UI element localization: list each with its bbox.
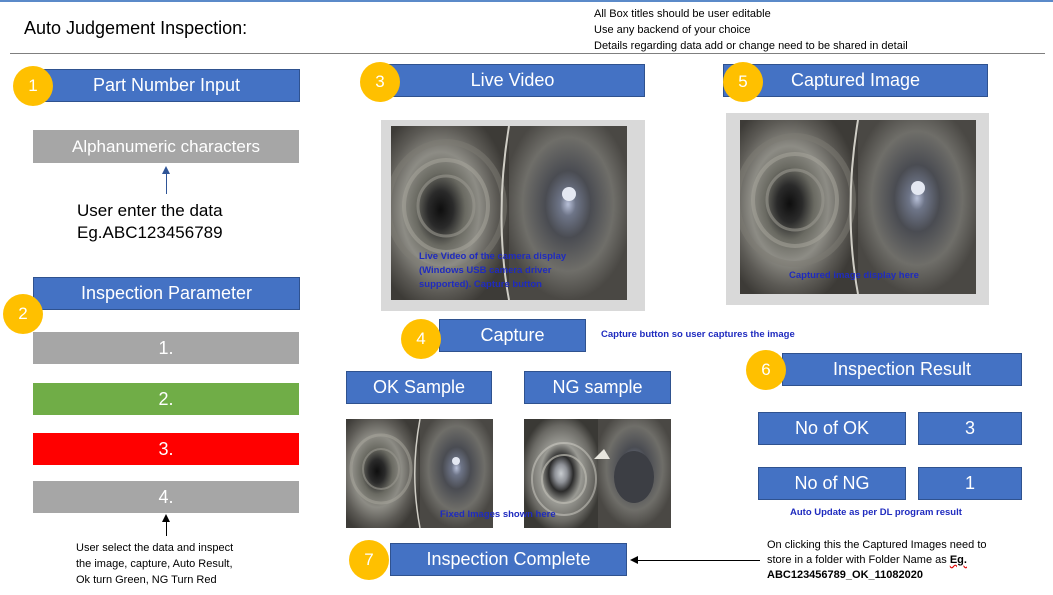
inspection-complete-label: Inspection Complete bbox=[426, 549, 591, 569]
ng-sample-title[interactable]: NG sample bbox=[524, 371, 671, 404]
pipe-bore-ng-photo-icon bbox=[524, 419, 671, 528]
parameter-item-3[interactable]: 3. bbox=[33, 433, 299, 465]
note-line-text: store in a folder with Folder Name as bbox=[767, 554, 950, 566]
step-badge-6: 6 bbox=[746, 350, 786, 390]
part-number-hint: User enter the data Eg.ABC123456789 bbox=[77, 200, 223, 244]
hint-line: Eg.ABC123456789 bbox=[77, 223, 223, 242]
inspection-complete-button[interactable]: Inspection Complete bbox=[390, 543, 627, 576]
capture-button-label: Capture bbox=[480, 325, 545, 345]
ng-count-label: No of NG bbox=[758, 467, 906, 500]
ng-sample-title-text: NG sample bbox=[552, 377, 643, 397]
arrow-left-icon bbox=[630, 556, 760, 564]
caption-line: Live Video of the camera display bbox=[419, 251, 567, 262]
ng-count-value: 1 bbox=[918, 467, 1022, 500]
pipe-bore-photo-icon bbox=[740, 120, 976, 294]
requirements-notes: All Box titles should be user editable U… bbox=[594, 6, 908, 54]
page-title: Auto Judgement Inspection: bbox=[24, 18, 248, 38]
capture-button[interactable]: Capture bbox=[439, 319, 586, 352]
parameter-item-label: 4. bbox=[158, 486, 174, 507]
note-line: store in a folder with Folder Name as Eg… bbox=[767, 553, 987, 568]
ok-count-value: 3 bbox=[918, 412, 1022, 445]
live-video-title-text: Live Video bbox=[470, 70, 555, 90]
parameter-hint: User select the data and inspect the ima… bbox=[76, 540, 233, 588]
step-badge-1: 1 bbox=[13, 66, 53, 106]
parameter-item-label: 3. bbox=[158, 438, 174, 459]
complete-note: On clicking this the Captured Images nee… bbox=[767, 538, 987, 583]
part-number-input-value: Alphanumeric characters bbox=[71, 136, 261, 156]
parameter-item-label: 2. bbox=[158, 388, 174, 409]
parameter-item-1[interactable]: 1. bbox=[33, 332, 299, 364]
part-number-input[interactable]: Alphanumeric characters bbox=[33, 130, 299, 163]
ok-sample-image bbox=[346, 419, 493, 528]
step-badge-4: 4 bbox=[401, 319, 441, 359]
note-line: Use any backend of your choice bbox=[594, 24, 751, 36]
note-line: On clicking this the Captured Images nee… bbox=[767, 539, 987, 551]
ok-count-label-text: No of OK bbox=[794, 418, 870, 438]
ok-count-label: No of OK bbox=[758, 412, 906, 445]
live-video-title[interactable]: Live Video bbox=[380, 64, 645, 97]
inspection-result-title-text: Inspection Result bbox=[832, 359, 972, 379]
top-border bbox=[0, 0, 1053, 2]
step-badge-3: 3 bbox=[360, 62, 400, 102]
ng-count-value-text: 1 bbox=[964, 473, 975, 493]
parameter-item-4[interactable]: 4. bbox=[33, 481, 299, 513]
captured-image-display bbox=[740, 120, 976, 294]
ng-count-label-text: No of NG bbox=[794, 473, 870, 493]
captured-image-title[interactable]: Captured Image bbox=[723, 64, 988, 97]
arrow-up-icon bbox=[162, 514, 170, 536]
step-badge-7: 7 bbox=[349, 540, 389, 580]
pipe-bore-photo-icon bbox=[391, 126, 627, 300]
arrow-up-icon bbox=[162, 166, 170, 194]
step-badge-5: 5 bbox=[723, 62, 763, 102]
result-caption: Auto Update as per DL program result bbox=[790, 507, 962, 518]
hint-line: User select the data and inspect bbox=[76, 542, 234, 554]
capture-caption: Capture button so user captures the imag… bbox=[601, 329, 795, 340]
parameter-item-2[interactable]: 2. bbox=[33, 383, 299, 415]
ok-count-value-text: 3 bbox=[964, 418, 975, 438]
inspection-result-title[interactable]: Inspection Result bbox=[782, 353, 1022, 386]
live-video-caption: Live Video of the camera display (Window… bbox=[419, 250, 566, 292]
header-divider bbox=[10, 53, 1045, 54]
parameter-item-label: 1. bbox=[158, 337, 174, 358]
note-eg: Eg. bbox=[949, 554, 967, 566]
hint-line: User enter the data bbox=[77, 201, 223, 220]
live-video-feed bbox=[391, 126, 627, 300]
note-line: ABC123456789_OK_11082020 bbox=[767, 569, 923, 581]
part-number-title-text: Part Number Input bbox=[92, 75, 241, 95]
ng-sample-image bbox=[524, 419, 671, 528]
hint-line: the image, capture, Auto Result, bbox=[76, 558, 233, 570]
captured-image-title-text: Captured Image bbox=[790, 70, 921, 90]
inspection-parameter-title[interactable]: Inspection Parameter bbox=[33, 277, 300, 310]
note-line: Details regarding data add or change nee… bbox=[594, 40, 908, 52]
caption-line: (Windows USB camera driver bbox=[419, 265, 552, 276]
inspection-parameter-title-text: Inspection Parameter bbox=[80, 283, 253, 303]
pipe-bore-photo-icon bbox=[346, 419, 493, 528]
part-number-title[interactable]: Part Number Input bbox=[33, 69, 300, 102]
step-badge-2: 2 bbox=[3, 294, 43, 334]
caption-line: supported). Capture button bbox=[419, 279, 542, 290]
ok-sample-title-text: OK Sample bbox=[372, 377, 466, 397]
hint-line: Ok turn Green, NG Turn Red bbox=[76, 574, 217, 586]
note-line: All Box titles should be user editable bbox=[594, 8, 771, 20]
ok-sample-title[interactable]: OK Sample bbox=[346, 371, 492, 404]
captured-image-caption: Captured image display here bbox=[789, 270, 919, 281]
samples-caption: Fixed Images shown here bbox=[440, 509, 556, 520]
